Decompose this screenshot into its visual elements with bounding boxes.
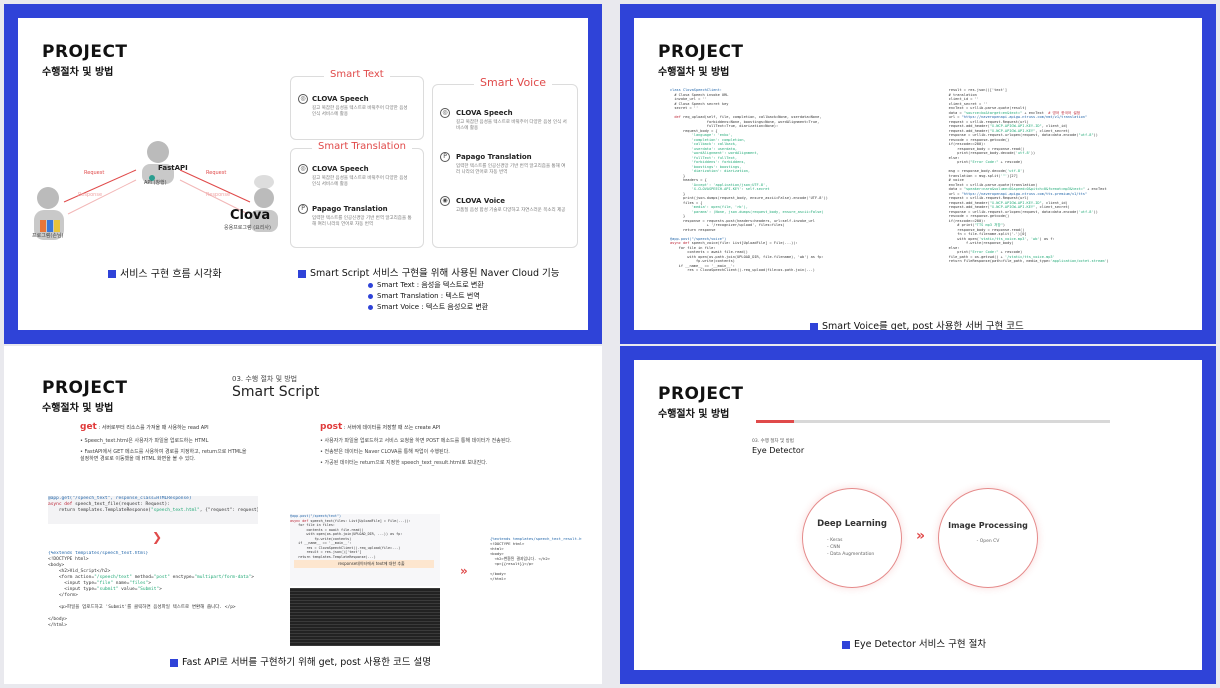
image-processing-circle: Image Processing - Open CV [938, 488, 1038, 588]
slide-title: PROJECT [42, 378, 128, 398]
smart-translation-box [290, 148, 424, 248]
response-label: Response [206, 192, 231, 198]
smart-text-title: Smart Text [324, 69, 390, 80]
progress-fill [756, 420, 794, 423]
post-code: @app.post("/speech/text") async def spee… [290, 514, 440, 586]
flow-diagram [34, 141, 278, 240]
get-points: • Speech_text.html은 사용자가 파일을 업로드하는 HTML … [80, 438, 247, 462]
section-label: 03. 수행 절차 및 방법 [232, 375, 298, 383]
section-heading: Eye Detector [752, 446, 805, 455]
chevron-right-icon: » [916, 528, 926, 544]
chef-icon [250, 175, 278, 232]
slide-code: PROJECT 수행절차 및 방법 class ClovaSpeechClien… [620, 4, 1216, 344]
item-desc: 길고 복잡한 음성을 텍스트로 바꿔주어 다양한 음성 인식 서비스에 활용 [312, 106, 408, 117]
post-points: • 사용자가 파일을 업로드하고 서비스 요청을 하면 POST 메소드를 통해… [320, 438, 512, 466]
item-desc: 입력한 텍스트를 인공신경망 기반 번역 알고리즘을 통해 여러 나라의 언어로… [312, 216, 412, 227]
circle-title: Image Processing [948, 521, 1028, 530]
response-label: Response [78, 192, 103, 198]
get-code: @app.get("/speech_text", response_class=… [48, 496, 258, 524]
post-desc: post : 서버에 데이터를 저장할 때 쓰는 create API [320, 422, 441, 432]
slide-eye-detector: PROJECT 수행절차 및 방법 03. 수행 절차 및 방법 Eye Det… [620, 346, 1216, 684]
smart-translation-title: Smart Translation [312, 141, 412, 152]
terminal-output [290, 588, 440, 646]
slide-smart-script: PROJECT 수행절차 및 방법 03. 수행 절차 및 방법 Smart S… [4, 346, 602, 684]
api-label: API (창행) [144, 180, 167, 186]
slide-subtitle: 수행절차 및 방법 [658, 67, 730, 78]
circle-title: Deep Learning [817, 519, 887, 529]
server-icon [142, 141, 174, 184]
translate-icon: P [440, 152, 450, 162]
slide-flow: PROJECT 수행절차 및 방법 Request Response [4, 4, 602, 344]
request-label: Request [84, 170, 105, 176]
slide-subtitle: 수행절차 및 방법 [42, 67, 114, 78]
item-title: CLOVA Voice [456, 197, 506, 205]
translate-icon: P [298, 204, 308, 214]
get-desc: get : 서버로부터 리소스를 가져올 때 사용하는 read API [80, 422, 209, 432]
fastapi-logo: FastAPI [158, 164, 188, 172]
html-code: {%extends templates/speech_text.html} <!… [48, 551, 258, 646]
chevron-right-icon: » [460, 564, 468, 578]
item-desc: 길고 복잡한 음성을 텍스트로 바꿔주어 다양한 음성 인식 서비스에 활용 [312, 176, 408, 187]
caption-right: Smart Script 서비스 구현을 위해 사용된 Naver Cloud … [298, 265, 560, 279]
slide-caption: Eye Detector 서비스 구현 절차 [842, 636, 986, 650]
speech-icon: ◎ [298, 94, 308, 104]
slide-title: PROJECT [42, 42, 128, 62]
client-label: 프로그램(손님) [32, 233, 64, 239]
item-desc: 길고 복잡한 음성을 텍스트로 바꿔주어 다양한 음성 인식 서비스에 활용 [456, 120, 567, 131]
section-heading: Smart Script [232, 384, 320, 400]
chevron-down-icon: ❯ [152, 530, 163, 544]
speech-icon: ◎ [298, 164, 308, 174]
circle-items: - Open CV [976, 539, 1000, 544]
code-screenshot-right: result = res.json()['text'] # translatio… [940, 88, 1202, 330]
slide-caption: Smart Voice를 get, post 사용한 서버 구현 코드 [810, 318, 1024, 330]
slide-caption: Fast API로 서버를 구현하기 위해 get, post 사용한 코드 설… [170, 654, 431, 668]
request-label: Request [206, 170, 227, 176]
server-label: 응용프로그램 (요리사) [224, 225, 271, 231]
code-screenshot-left: class ClovaSpeechClient: # Clova Speech … [670, 88, 930, 330]
slide-subtitle: 수행절차 및 방법 [658, 409, 730, 420]
speech-icon: ◎ [440, 108, 450, 118]
section-label: 03. 수행 절차 및 방법 [752, 439, 794, 444]
caption-left: 서비스 구현 흐름 시각화 [108, 265, 222, 280]
item-title: CLOVA Speech [456, 109, 513, 117]
person-icon [34, 187, 64, 240]
voice-icon: ◉ [440, 196, 450, 206]
slide-title: PROJECT [658, 42, 744, 62]
slide-subtitle: 수행절차 및 방법 [42, 403, 114, 414]
highlight-bar [294, 560, 434, 568]
item-title: CLOVA Speech [312, 95, 369, 103]
slide-title: PROJECT [658, 384, 744, 404]
annotation-text: response데이터에서 text에 대한 추출 [338, 561, 405, 566]
item-desc: 입력한 텍스트를 인공신경망 기반 번역 알고리즘을 통해 여러 나라의 언어로… [456, 164, 566, 175]
clova-logo: Clova [230, 208, 271, 223]
result-html-code: {%extends templates/speech_text_result.h… [490, 536, 582, 606]
circle-items: - Keras - CNN - Data Augmentation [827, 538, 875, 557]
smart-voice-title: Smart Voice [474, 76, 553, 89]
deep-learning-circle: Deep Learning - Keras - CNN - Data Augme… [802, 488, 902, 588]
item-title: CLOVA Speech [312, 165, 369, 173]
smart-voice-box [432, 84, 578, 248]
item-desc: 고품질 음성 합성 기술로 다양하고 자연스러운 목소리 제공 [456, 208, 566, 213]
item-title: Papago Translation [456, 153, 532, 161]
feature-bullets: Smart Text : 음성을 텍스트로 변환 Smart Translati… [368, 280, 488, 313]
progress-track [756, 420, 1110, 423]
item-title: Papago Translation [312, 205, 388, 213]
